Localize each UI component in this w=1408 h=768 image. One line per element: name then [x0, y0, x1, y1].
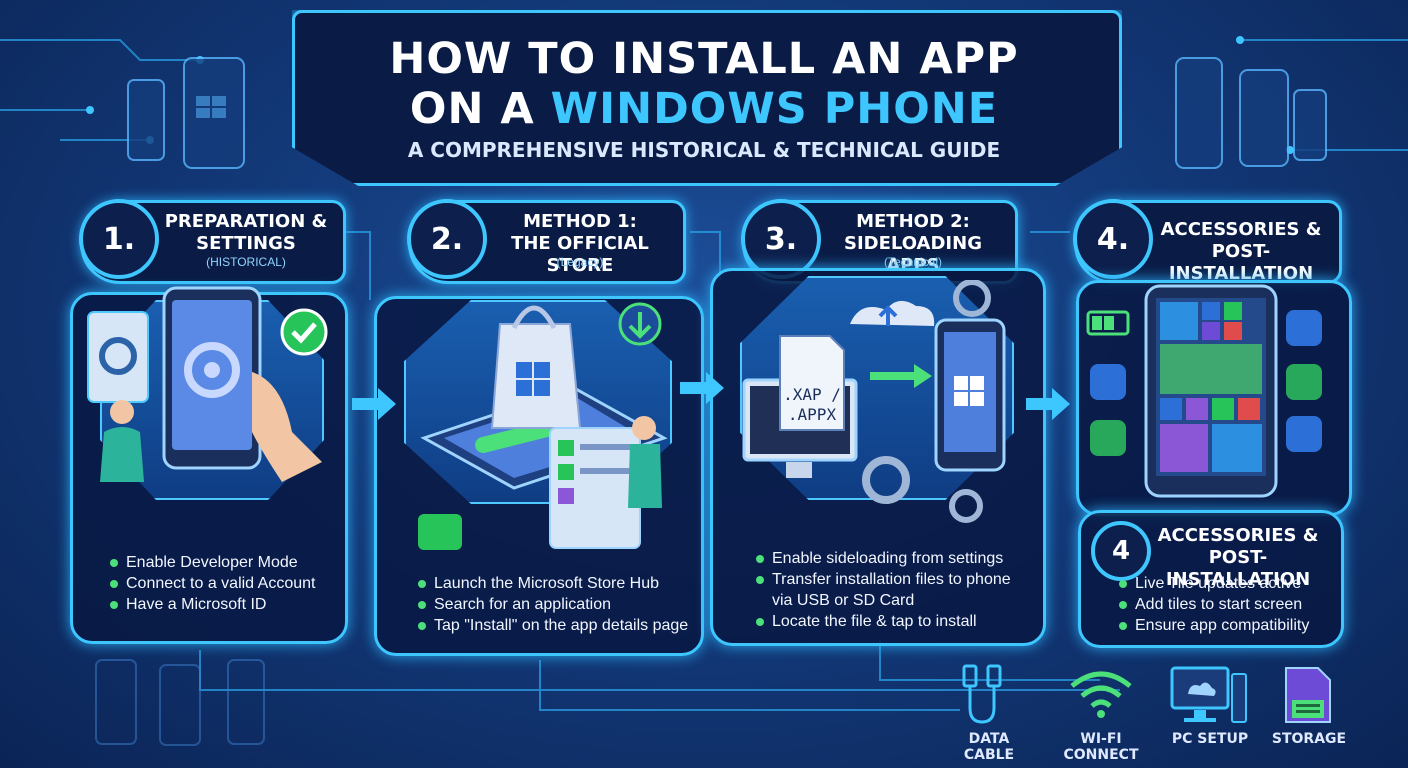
step-1-title: PREPARATION &SETTINGS [155, 211, 337, 255]
step-3-number: 3. [741, 199, 821, 279]
list-item: Add tiles to start screen [1117, 594, 1309, 615]
step-1-bullets: Enable Developer Mode Connect to a valid… [108, 552, 315, 615]
list-item: Live Tile updates active [1117, 573, 1309, 594]
wifi-icon [1070, 671, 1132, 718]
list-item: Search for an application [416, 594, 688, 615]
flow-arrow-2 [680, 372, 724, 404]
title-banner [292, 10, 1122, 186]
list-item: via USB or SD Card [772, 592, 915, 609]
list-item: Tap "Install" on the app details page [416, 615, 688, 636]
flow-arrow-3 [1026, 388, 1070, 420]
pc-monitor-icon [1170, 666, 1247, 723]
step-4-card-title-line2: POST-INSTALLATION [1165, 547, 1311, 590]
page-subtitle: A COMPREHENSIVE HISTORICAL & TECHNICAL G… [407, 138, 1001, 162]
page-title-line2: ON A WINDOWS PHONE [0, 84, 1408, 134]
step-4-title: ACCESSORIES &POST-INSTALLATION [1149, 219, 1333, 285]
list-item: Connect to a valid Account [108, 573, 315, 594]
step-4-card-title: ACCESSORIES &POST-INSTALLATION [1141, 525, 1335, 591]
step-4-header: 4. ACCESSORIES &POST-INSTALLATION [1073, 199, 1342, 285]
step-2-number: 2. [407, 199, 487, 279]
list-item: Locate the file & tap to install [754, 611, 1011, 632]
list-item: Launch the Microsoft Store Hub [416, 573, 688, 594]
step-1-title-line1: PREPARATION & [164, 211, 328, 232]
step-4-card: 4 ACCESSORIES &POST-INSTALLATION Live Ti… [1078, 510, 1344, 648]
file-type-label-1: .XAP / [783, 385, 841, 404]
page-title: HOW TO INSTALL AN APP [389, 34, 1019, 84]
title-prefix: ON A [409, 84, 551, 134]
wifi-connect-label: WI-FI CONNECT [1063, 731, 1139, 763]
step-4-bullets: Live Tile updates active Add tiles to st… [1117, 573, 1309, 636]
step-1-title-line2: SETTINGS [196, 233, 296, 254]
step-1-subtitle: (HISTORICAL) [206, 255, 286, 269]
live-tiles-phone-illustration [1086, 284, 1322, 498]
step-3-subtitle: (Technical) [883, 255, 943, 269]
step-2-title-line1: METHOD 1: [523, 211, 637, 232]
settings-phone-illustration [87, 286, 328, 482]
step-1-number: 1. [79, 199, 159, 279]
step-4-card-title-line1: ACCESSORIES & [1157, 525, 1319, 546]
list-item: Enable sideloading from settings [754, 548, 1011, 569]
step-1-header: 1. PREPARATION &SETTINGS (HISTORICAL) [79, 199, 346, 284]
store-bag-illustration [418, 302, 668, 550]
step-2-bullets: Launch the Microsoft Store Hub Search fo… [416, 573, 688, 636]
list-item: Ensure app compatibility [1117, 615, 1309, 636]
storage-label: STORAGE [1271, 731, 1347, 747]
step-2-title-line2: THE OFFICIAL STORE [511, 233, 649, 276]
list-item: Have a Microsoft ID [108, 594, 315, 615]
step-2-subtitle: (Legacy) [556, 255, 604, 269]
data-cable-label: DATA CABLE [963, 731, 1015, 763]
sideload-illustration: .XAP / .APPX [742, 280, 1006, 523]
step-4-title-line2: POST-INSTALLATION [1168, 241, 1314, 284]
file-type-label-2: .APPX [788, 405, 837, 424]
list-item: Enable Developer Mode [108, 552, 315, 573]
sd-card-icon [1285, 667, 1331, 723]
step-4-card-number: 4 [1091, 521, 1151, 581]
list-item: Transfer installation files to phone [754, 569, 1011, 590]
step-4-number: 4. [1073, 199, 1153, 279]
step-3-bullets: Enable sideloading from settings Transfe… [754, 548, 1011, 632]
step-2-title: METHOD 1:THE OFFICIAL STORE [483, 211, 677, 277]
title-accent: WINDOWS PHONE [550, 84, 999, 134]
flow-arrow-1 [352, 388, 396, 420]
usb-cable-icon [962, 664, 1002, 724]
step-3-title-line1: METHOD 2: [856, 211, 970, 232]
step-4-title-line1: ACCESSORIES & [1160, 219, 1322, 240]
pc-setup-label: PC SETUP [1171, 731, 1249, 747]
step-2-header: 2. METHOD 1:THE OFFICIAL STORE (Legacy) [407, 199, 686, 284]
